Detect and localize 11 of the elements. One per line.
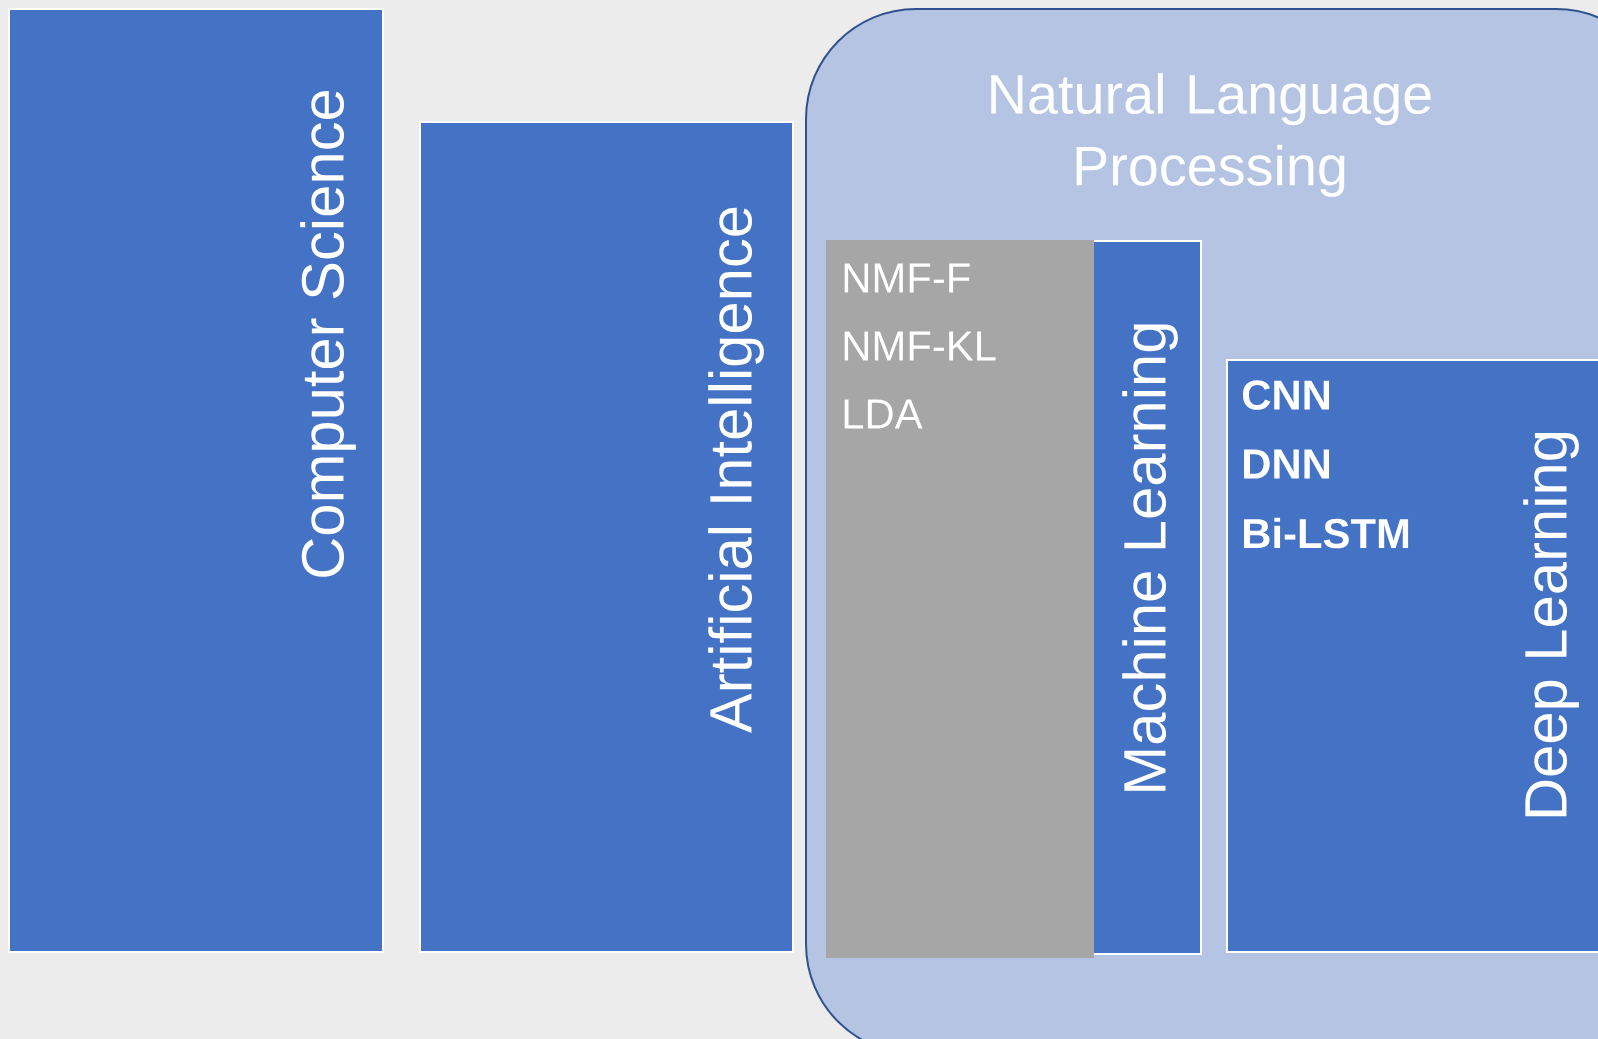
rotated-label: Machine Learning [1122,324,1178,791]
list-item: CNN [1242,380,1330,410]
rotated-label: Artificial Intelligence [708,207,764,734]
list-item: NMF-KL [844,331,996,361]
list-item: NMF-F [844,263,970,293]
panel-title: Natural Language Processing [991,73,1431,197]
rotated-label: Computer Science [300,90,356,577]
list-item: LDA [844,399,923,429]
list-item: DNN [1244,449,1330,479]
rotated-label: Deep Learning [1523,432,1579,817]
list-item: Bi-LSTM [1244,517,1409,549]
